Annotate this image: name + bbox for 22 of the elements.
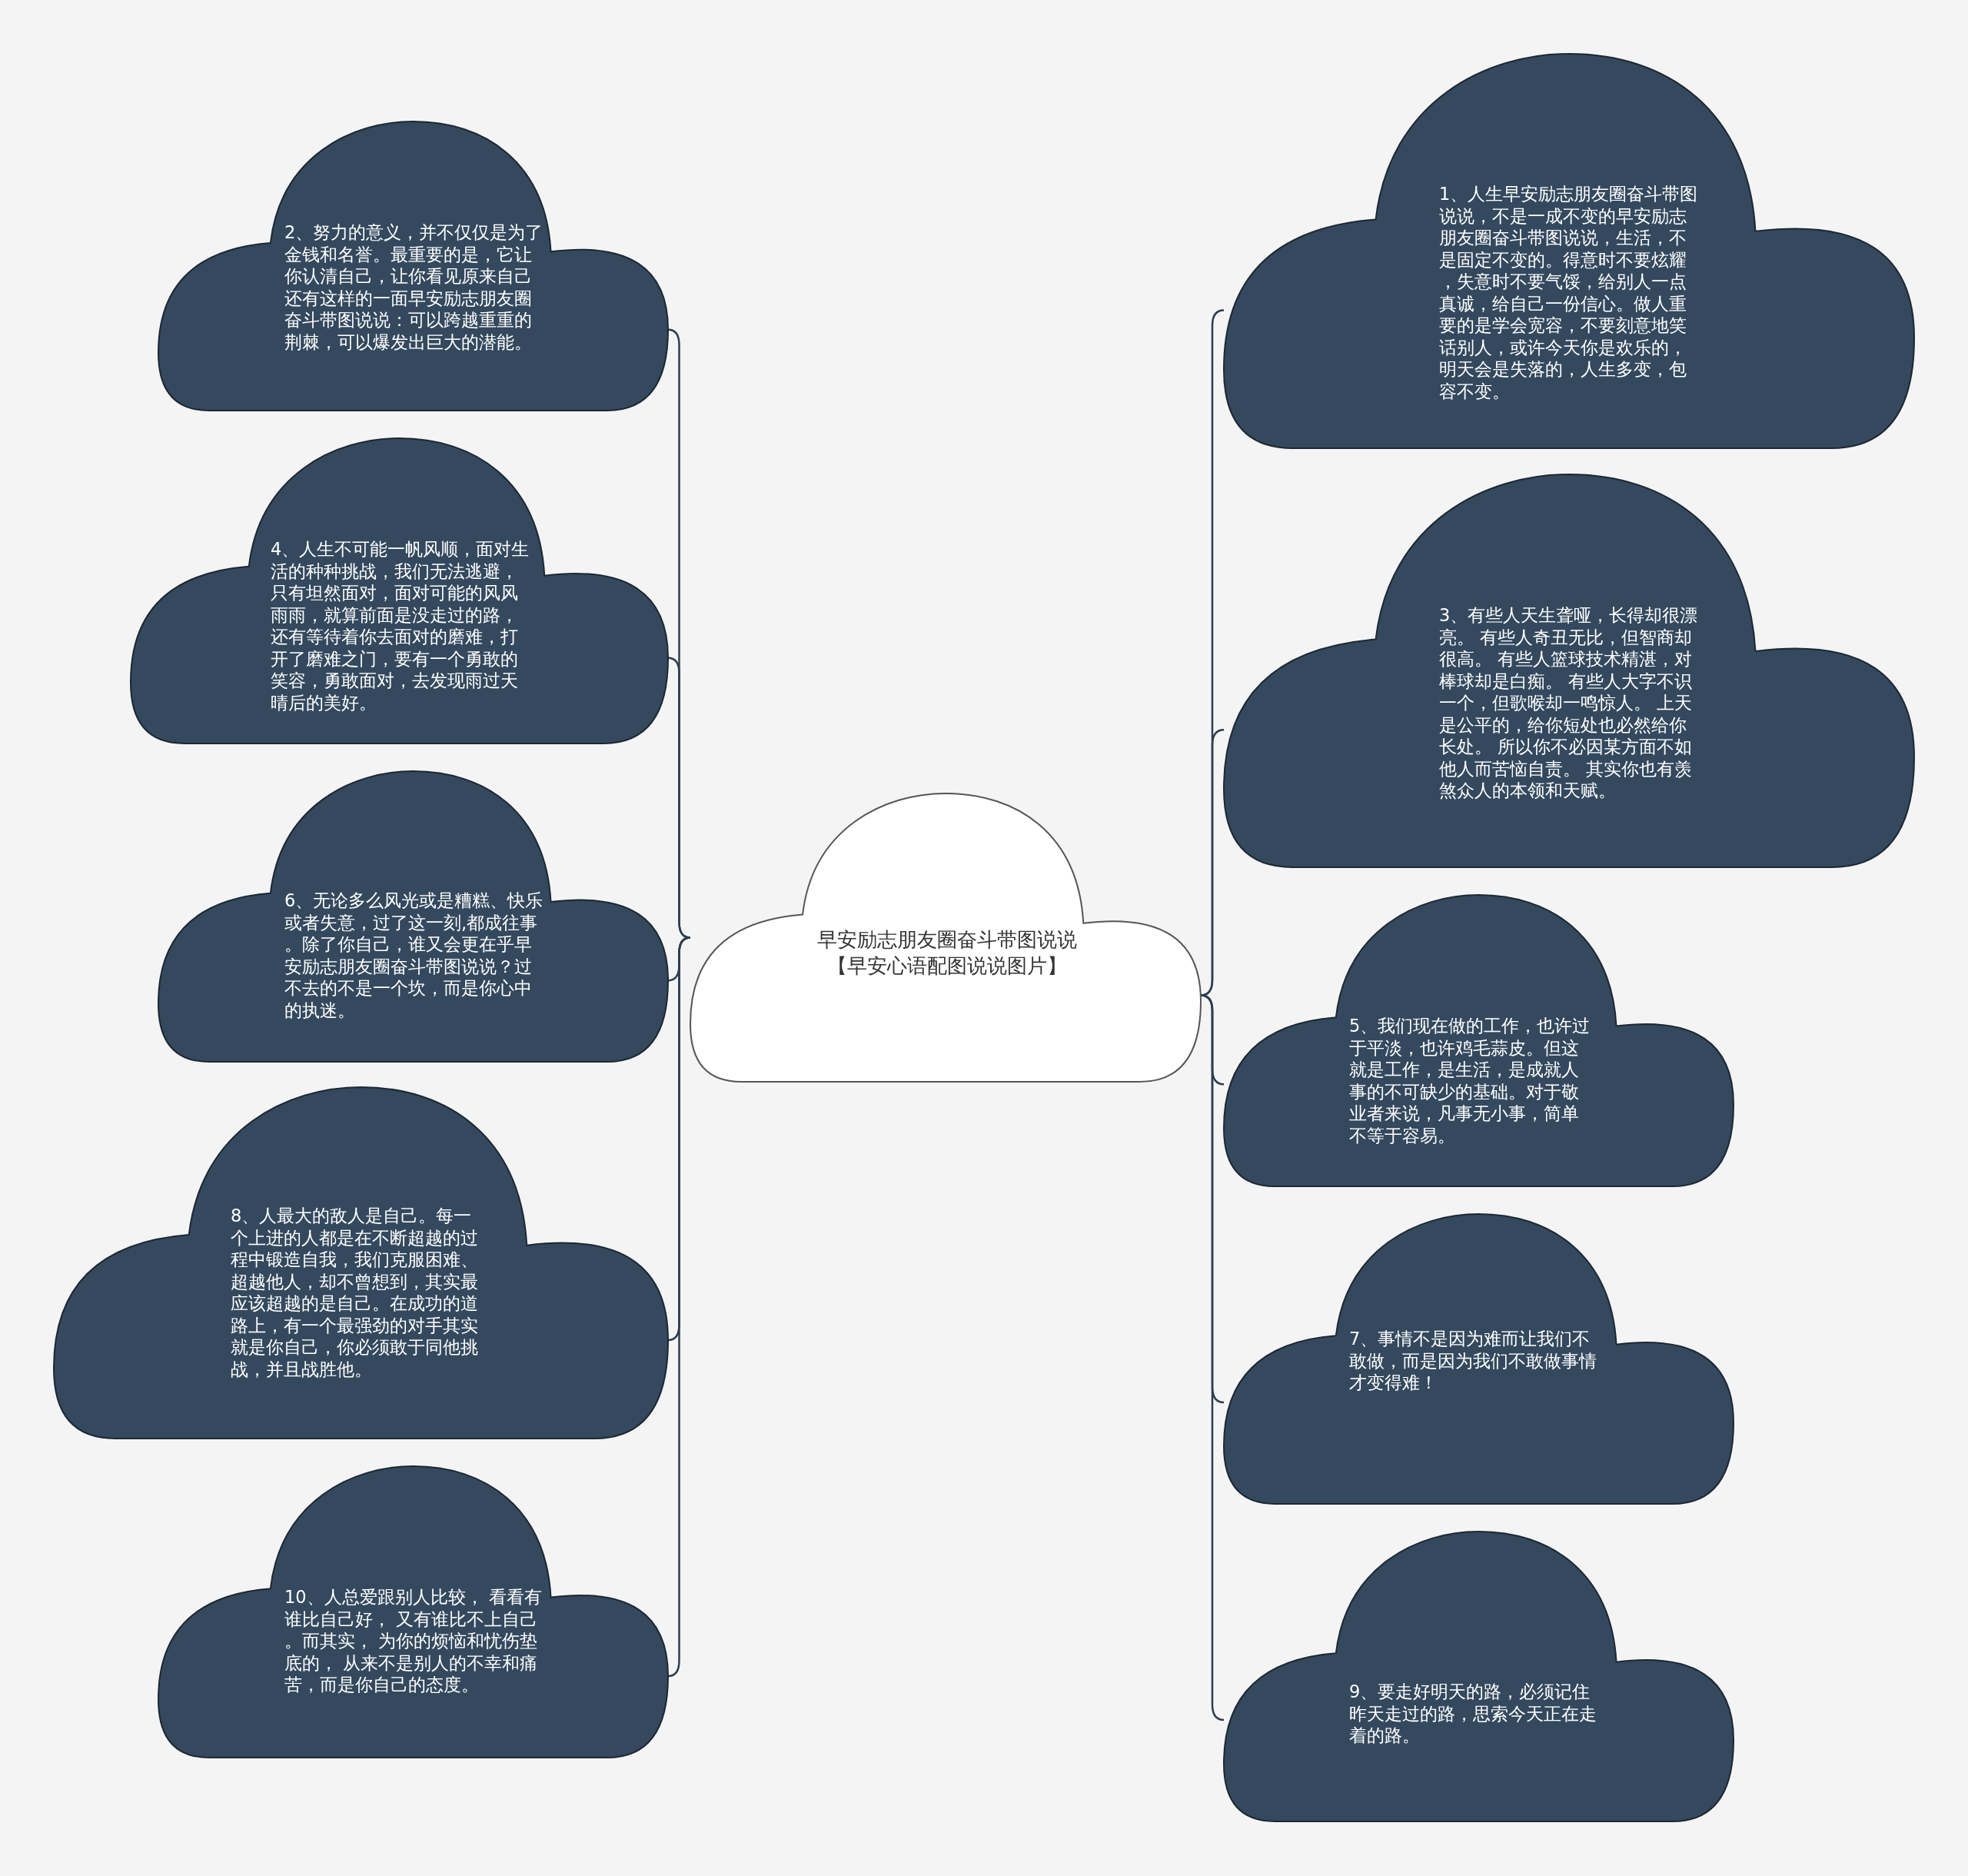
topic-text: 9、要走好明天的路，必须记住昨天走过的路，思索今天正在走着的路。	[1349, 1681, 1597, 1747]
topic-cloud	[1224, 1214, 1734, 1504]
topic-cloud	[158, 771, 668, 1062]
topic-text: 4、人生不可能一帆风顺，面对生活的种种挑战，我们无法逃避，只有坦然面对，面对可能的风风雨雨，就算前面是没走过的路，还有等待着你去面对的磨难，打开了磨难之门，要有一个勇敢的笑容，勇敢面对，去发现雨过天晴后的美好。	[271, 538, 530, 713]
topic-cloud	[54, 1087, 668, 1439]
topic-text: 6、无论多么风光或是糟糕、快乐或者失意，过了这一刻,都成往事。除了你自己，谁又会更在乎早安励志朋友圈奋斗带图说说？过不去的不是一个坎，而是你心中的执迷。	[284, 890, 544, 1021]
topic-cloud	[1224, 474, 1914, 867]
topic-cloud	[1224, 1532, 1734, 1821]
topic-text: 3、有些人天生聋哑，长得却很漂亮。 有些人奇丑无比，但智商却很高。 有些人篮球技术精湛，对棒球却是白痴。 有些人大字不识一个，但歌喉却一鸣惊人。 上天是公平的，给你短处也必然给你长处。 所以你不必因某方面不如他人而苦恼自责。 其实你也有羡煞众人的本领和天赋。	[1439, 604, 1699, 802]
topic-text: 10、人总爱跟别人比较， 看看有谁比自己好， 又有谁比不上自己。而其实， 为你的烦恼和忧伤垫底的， 从来不是别人的不幸和痛苦，而是你自己的态度。	[284, 1586, 543, 1696]
central-cloud	[690, 793, 1201, 1082]
topic-text: 1、人生早安励志朋友圈奋斗带图说说，不是一成不变的早安励志朋友圈奋斗带图说说，生活，不是固定不变的。得意时不要炫耀，失意时不要气馁，给别人一点真诚，给自己一份信心。做人重要的是学会宽容，不要刻意地笑话别人，或许今天你是欢乐的，明天会是失落的，人生多变，包容不变。	[1439, 183, 1699, 402]
topic-cloud	[131, 438, 668, 743]
topic-text: 2、努力的意义，并不仅仅是为了金钱和名誉。最重要的是，它让你认清自己，让你看见原来自己还有这样的一面早安励志朋友圈奋斗带图说说：可以跨越重重的荆棘，可以爆发出巨大的潜能。	[284, 221, 544, 353]
topic-cloud	[1224, 54, 1914, 448]
topic-cloud	[158, 1466, 668, 1758]
topic-text: 5、我们现在做的工作，也许过于平淡，也许鸡毛蒜皮。但这就是工作，是生活，是成就人事的不可缺少的基础。对于敬业者来说，凡事无小事，简单不等于容易。	[1349, 1015, 1591, 1146]
topic-cloud	[158, 121, 668, 411]
topic-cloud	[1224, 895, 1734, 1186]
central-topic-text: 早安励志朋友圈奋斗带图说说【早安心语配图说说图片】	[816, 927, 1078, 979]
topic-text: 7、事情不是因为难而让我们不敢做，而是因为我们不敢做事情才变得难！	[1349, 1328, 1597, 1394]
topic-text: 8、人最大的敌人是自己。每一个上进的人都是在不断超越的过程中锻造自我，我们克服困难、超越他人，却不曾想到，其实最应该超越的是自己。在成功的道路上，有一个最强劲的对手其实就是你自己，你必须敢于同他挑战，并且战胜他。	[231, 1205, 479, 1380]
